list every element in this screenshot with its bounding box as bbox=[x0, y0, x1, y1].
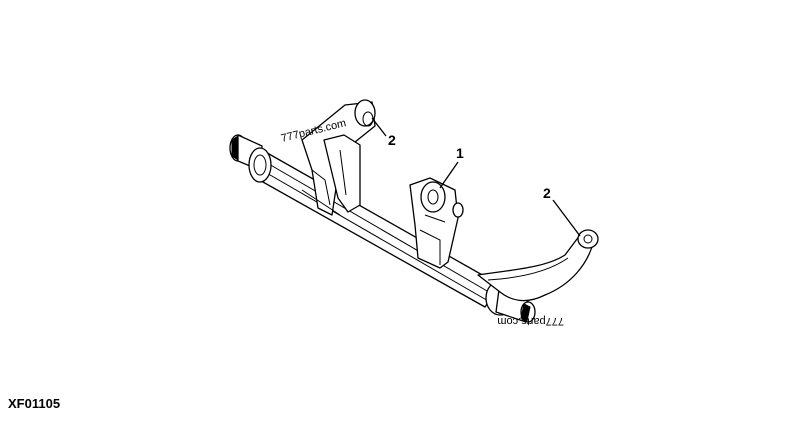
callout-label-2-left: 2 bbox=[388, 132, 396, 148]
left-bracket-arm bbox=[301, 99, 376, 216]
leader-line-2-left bbox=[371, 117, 387, 137]
watermark-lower: 777parts.com bbox=[497, 315, 564, 327]
leader-line-2-right bbox=[552, 199, 581, 237]
callout-label-1: 1 bbox=[456, 145, 464, 161]
callout-label-2-right: 2 bbox=[543, 185, 551, 201]
right-curved-arm bbox=[477, 229, 599, 302]
main-tube bbox=[248, 147, 501, 308]
center-clevis-bracket bbox=[409, 177, 464, 269]
figure-id-label: XF01105 bbox=[8, 396, 61, 411]
leader-line-1 bbox=[439, 161, 459, 189]
